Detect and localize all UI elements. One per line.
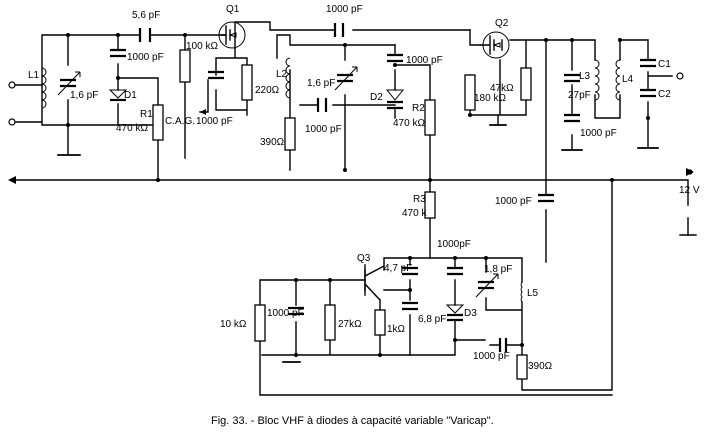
capacitors bbox=[110, 23, 656, 352]
label-r1: R1 bbox=[140, 109, 153, 120]
label-r-100k: 100 kΩ bbox=[186, 41, 218, 52]
label-q3: Q3 bbox=[357, 253, 371, 264]
label-r3: R3 bbox=[413, 194, 426, 205]
junction-dots bbox=[66, 33, 650, 357]
varicap-diodes bbox=[108, 89, 465, 322]
label-d3: D3 bbox=[464, 308, 477, 319]
transistor-q2 bbox=[479, 31, 510, 59]
label-c-1000-bot: 1000 pF bbox=[473, 351, 510, 362]
label-c-1-8pf: 1,8 pF bbox=[484, 264, 512, 275]
label-r-10k: 10 kΩ bbox=[220, 319, 247, 330]
label-c-4-7pf: 4,7 pF bbox=[384, 263, 412, 274]
label-c-1-6pf-b: 1,6 pF bbox=[307, 78, 335, 89]
ground-symbols bbox=[57, 124, 697, 363]
label-c-1000-l3: 1000 pF bbox=[580, 128, 617, 139]
label-r-390-b: 390Ω bbox=[528, 361, 553, 372]
label-d1: D1 bbox=[124, 90, 137, 101]
label-r-180k: 180 kΩ bbox=[474, 93, 506, 104]
label-q2: Q2 bbox=[495, 18, 509, 29]
label-l1: L1 bbox=[28, 70, 40, 81]
rail-arrows bbox=[8, 109, 694, 184]
label-c-1000-right: 1000 pF bbox=[495, 196, 532, 207]
label-c-1-6pf-a: 1,6 pF bbox=[70, 90, 98, 101]
label-l3: L3 bbox=[579, 71, 591, 82]
label-d2: D2 bbox=[370, 92, 383, 103]
label-c-5-6pf: 5,6 pF bbox=[132, 10, 160, 21]
label-q1: Q1 bbox=[226, 4, 240, 15]
inductor-l2 bbox=[285, 57, 291, 99]
input-terminals bbox=[8, 81, 16, 126]
label-c2: C2 bbox=[658, 89, 671, 100]
label-r2: R2 bbox=[412, 103, 425, 114]
label-c1: C1 bbox=[658, 59, 671, 70]
inductor-l1 bbox=[41, 67, 47, 109]
label-r-1k: 1kΩ bbox=[387, 324, 406, 335]
label-r-27k: 27kΩ bbox=[338, 319, 362, 330]
inductor-l4 bbox=[615, 59, 621, 101]
resistors bbox=[152, 49, 532, 380]
label-c-1000-d2: 1000 pF bbox=[406, 55, 443, 66]
label-l4: L4 bbox=[622, 74, 634, 85]
wiring bbox=[13, 21, 689, 396]
label-c-1000-osc-left: 1000 pF bbox=[267, 308, 304, 319]
label-r1-value: 470 kΩ bbox=[116, 123, 148, 134]
output-terminals bbox=[676, 72, 693, 175]
label-c-1000-cag: 1000 pF bbox=[196, 116, 233, 127]
label-l5: L5 bbox=[527, 288, 539, 299]
label-r2-value: 470 kΩ bbox=[393, 118, 425, 129]
label-c-6-8pf: 6,8 pF bbox=[418, 314, 446, 325]
label-r-390-a: 390Ω bbox=[260, 137, 285, 148]
label-c-1000-mid: 1000 pF bbox=[305, 124, 342, 135]
label-r-47k: 47kΩ bbox=[490, 83, 514, 94]
label-c-1000-top: 1000 pF bbox=[326, 4, 363, 15]
label-cag: C.A.G. bbox=[165, 116, 195, 127]
figure-caption: Fig. 33. - Bloc VHF à diodes à capacité … bbox=[211, 415, 494, 427]
transistor-q3 bbox=[364, 264, 385, 301]
variable-capacitors bbox=[57, 66, 580, 298]
label-r3-value: 470 k bbox=[402, 208, 427, 219]
label-c-1000-a: 1000 pF bbox=[127, 52, 164, 63]
label-l2: L2 bbox=[276, 69, 288, 80]
transistor-q1 bbox=[218, 21, 246, 49]
label-c-1000pf-osc: 1000pF bbox=[437, 239, 471, 250]
inductor-l3 bbox=[594, 59, 600, 101]
component-labels: L1 1,6 pF 5,6 pF 1000 pF D1 R1 470 kΩ Q1… bbox=[28, 4, 700, 372]
inductor-l5 bbox=[520, 281, 523, 303]
label-c-27pf-a: 27pF bbox=[568, 90, 591, 101]
label-supply: 12 V bbox=[679, 185, 700, 196]
label-r-220: 220Ω bbox=[255, 85, 280, 96]
